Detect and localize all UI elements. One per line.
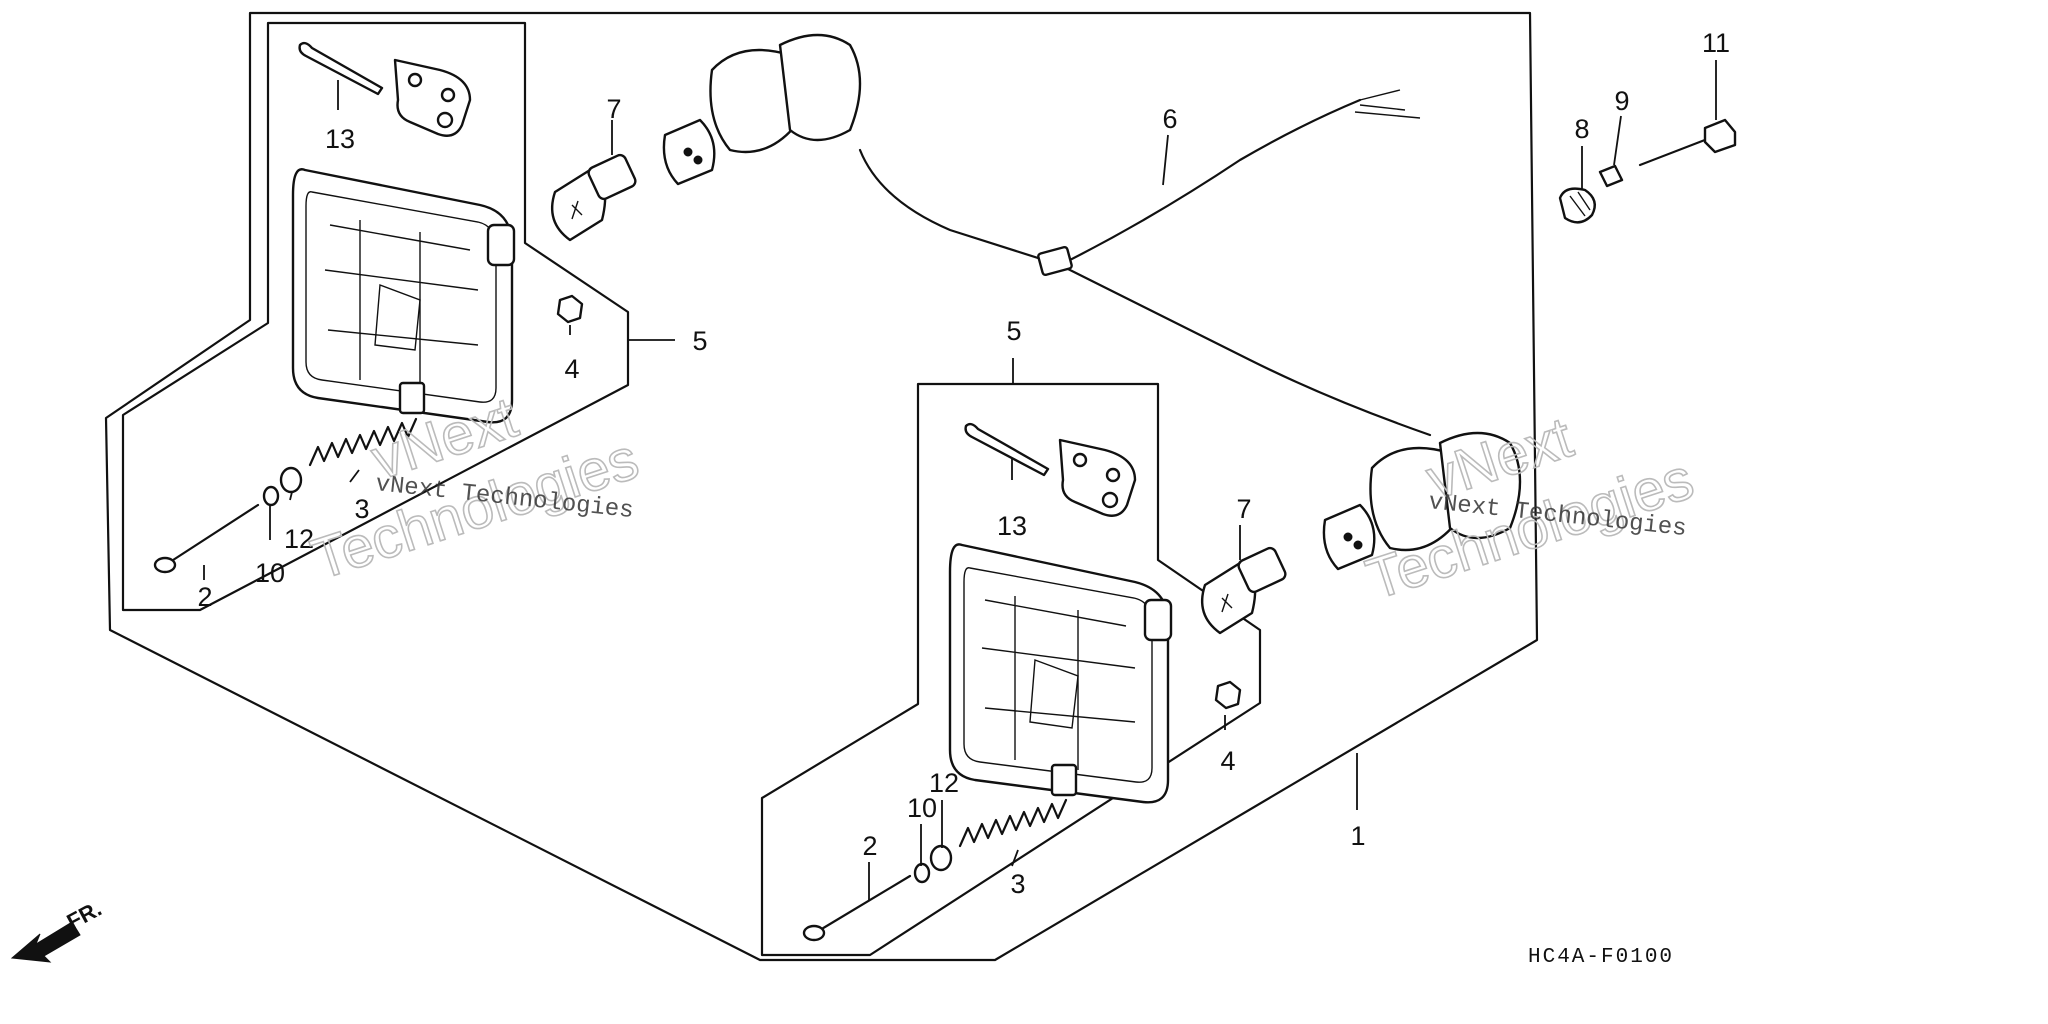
right-washer-10	[913, 862, 931, 884]
callout-left-10: 10	[255, 558, 285, 588]
callout-1: 1	[1350, 821, 1365, 851]
callout-left-3: 3	[354, 494, 369, 524]
collar	[1598, 164, 1624, 188]
callout-right-7: 7	[1236, 494, 1251, 524]
callout-left-4: 4	[564, 354, 579, 384]
outer-assembly-outline	[104, 11, 1539, 962]
callout-right-3: 3	[1010, 869, 1025, 899]
front-direction-arrow: FR.	[10, 896, 106, 963]
right-socket	[1322, 431, 1522, 571]
right-nut	[1214, 680, 1242, 710]
left-socket	[662, 33, 862, 186]
watermark-left: vNext Technologies vNext Technologies	[303, 384, 647, 593]
right-headlight	[948, 543, 1173, 804]
callout-left-12: 12	[284, 524, 314, 554]
callout-left-2: 2	[197, 582, 212, 612]
right-bracket	[1058, 438, 1137, 517]
callout-6: 6	[1162, 104, 1177, 134]
left-spring	[308, 417, 418, 467]
left-subassembly-outline	[121, 21, 630, 612]
left-headlight	[291, 168, 516, 424]
wire-harness	[858, 89, 1432, 437]
callout-right-5: 5	[1006, 316, 1021, 346]
callout-left-7: 7	[606, 94, 621, 124]
callout-8: 8	[1574, 114, 1589, 144]
callout-left-5: 5	[692, 326, 707, 356]
right-subassembly-outline	[760, 382, 1262, 957]
callout-right-10: 10	[907, 793, 937, 823]
right-adjust-bolt	[802, 874, 912, 942]
left-bulb	[550, 153, 637, 242]
left-nut	[556, 294, 584, 324]
callout-left-13: 13	[325, 124, 355, 154]
callout-right-13: 13	[997, 511, 1027, 541]
left-bracket	[393, 58, 472, 137]
diagram-code: HC4A-F0100	[1528, 946, 1674, 969]
mount-bolt	[1638, 118, 1737, 167]
callout-right-2: 2	[862, 831, 877, 861]
right-bulb	[1200, 546, 1287, 635]
left-clip	[298, 41, 384, 96]
right-spring	[958, 798, 1068, 848]
left-washer-10	[262, 485, 280, 507]
left-adjust-bolt	[153, 503, 260, 574]
right-clip	[964, 422, 1050, 477]
left-washer-12	[279, 466, 303, 494]
callout-9: 9	[1614, 86, 1629, 116]
right-washer-12	[929, 844, 953, 872]
leader-lines	[203, 60, 1717, 900]
callout-11: 11	[1702, 28, 1730, 58]
grommet	[1558, 187, 1596, 224]
callout-right-12: 12	[929, 768, 959, 798]
callout-right-4: 4	[1220, 746, 1235, 776]
